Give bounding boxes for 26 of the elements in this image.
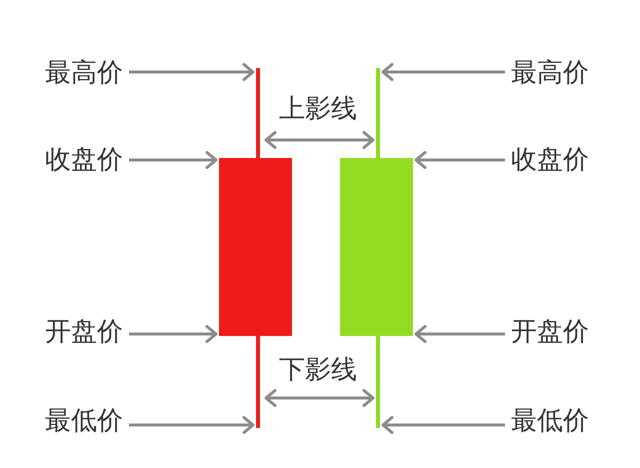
candle-body	[340, 158, 413, 336]
double-arrow	[264, 389, 374, 407]
double-arrow	[264, 131, 374, 149]
edge-label: 下影线	[279, 354, 357, 386]
candle-wick	[256, 68, 260, 158]
price-label: 最低价	[45, 404, 123, 438]
price-label: 收盘价	[45, 143, 123, 177]
edge-label: 上影线	[279, 93, 357, 125]
price-label: 收盘价	[511, 143, 589, 177]
arrow	[414, 325, 505, 343]
arrow	[129, 63, 254, 81]
price-label: 最低价	[511, 404, 589, 438]
arrow	[414, 151, 505, 169]
candle-wick	[256, 336, 260, 428]
arrow	[129, 151, 218, 169]
candle-wick	[376, 336, 380, 428]
price-label: 最高价	[45, 56, 123, 90]
price-label: 开盘价	[511, 315, 589, 349]
candle-wick	[376, 68, 380, 158]
arrow	[129, 325, 218, 343]
price-label: 开盘价	[45, 315, 123, 349]
arrow	[129, 416, 254, 434]
arrow	[382, 416, 505, 434]
arrow	[382, 63, 505, 81]
candle-body	[219, 158, 292, 336]
price-label: 最高价	[511, 56, 589, 90]
